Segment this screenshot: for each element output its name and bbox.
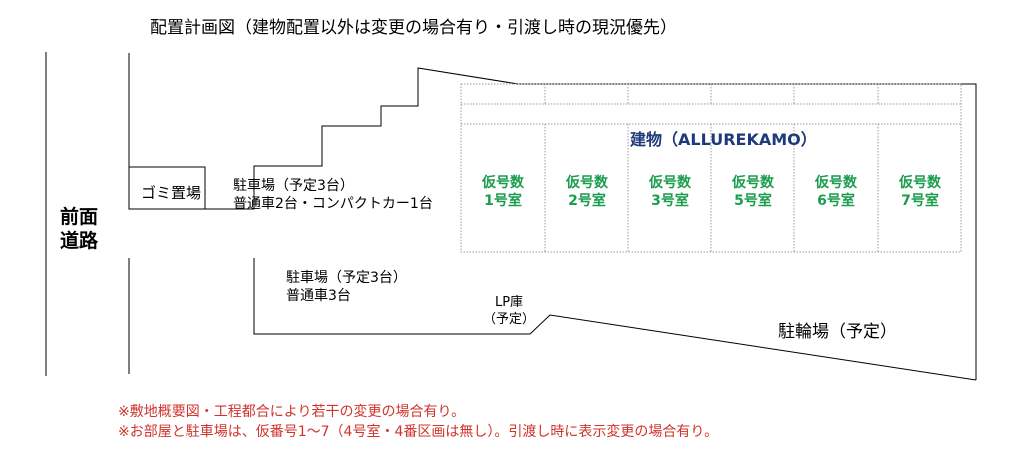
room-label-line2: 2号室 [568,193,606,210]
page-title: 配置計画図（建物配置以外は変更の場合有り・引渡し時の現況優先） [150,18,677,38]
room-label-7: 仮号数 7号室 [878,174,962,210]
lp-storage-line1: LP庫 [494,295,524,310]
bicycle-parking-label: 駐輪場（予定） [778,322,897,342]
room-label-2: 仮号数 2号室 [545,174,629,210]
garbage-area-label: ゴミ置場 [141,184,202,202]
site-boundary-south [253,258,977,381]
room-label-line1: 仮号数 [899,175,941,191]
note-line-1: ※敷地概要図・工程都合により若干の変更の場合有り。 [118,404,466,420]
lp-storage-line2: （予定） [483,311,536,327]
room-label-line1: 仮号数 [482,175,524,191]
room-label-1: 仮号数 1号室 [461,174,545,210]
room-label-line1: 仮号数 [566,175,608,191]
room-label-5: 仮号数 5号室 [711,174,795,210]
room-label-line2: 5号室 [734,193,772,210]
building-outline [460,83,962,253]
room-label-line2: 7号室 [901,193,939,210]
room-label-line2: 3号室 [651,193,689,210]
parking-south-line1: 駐車場（予定3台） [286,270,407,286]
parking-north-label: 駐車場（予定3台） 普通車2台・コンパクトカー1台 [233,178,433,213]
room-label-3: 仮号数 3号室 [628,174,712,210]
front-road-label-line2: 道路 [60,229,99,252]
garbage-area-box [128,166,206,210]
room-label-6: 仮号数 6号室 [794,174,878,210]
parking-south-label: 駐車場（予定3台） 普通車3台 [286,270,407,305]
lp-storage-label: LP庫 （予定） [483,295,535,329]
building-name-label: 建物（ALLUREKAMO） [630,130,817,149]
parking-south-line2: 普通車3台 [286,287,351,304]
room-label-line1: 仮号数 [815,175,857,191]
front-road-label-line1: 前面 [60,206,99,228]
room-label-line1: 仮号数 [649,175,691,191]
room-label-line1: 仮号数 [732,175,774,191]
room-label-line2: 6号室 [817,193,855,210]
parking-north-line1: 駐車場（予定3台） [233,178,354,194]
note-line-2: ※お部屋と駐車場は、仮番号1〜7（4号室・4番区画は無し）。引渡し時に表示変更の… [118,424,719,440]
room-label-line2: 1号室 [484,193,522,210]
parking-north-line2: 普通車2台・コンパクトカー1台 [233,195,433,212]
front-road-label: 前面 道路 [60,206,98,254]
